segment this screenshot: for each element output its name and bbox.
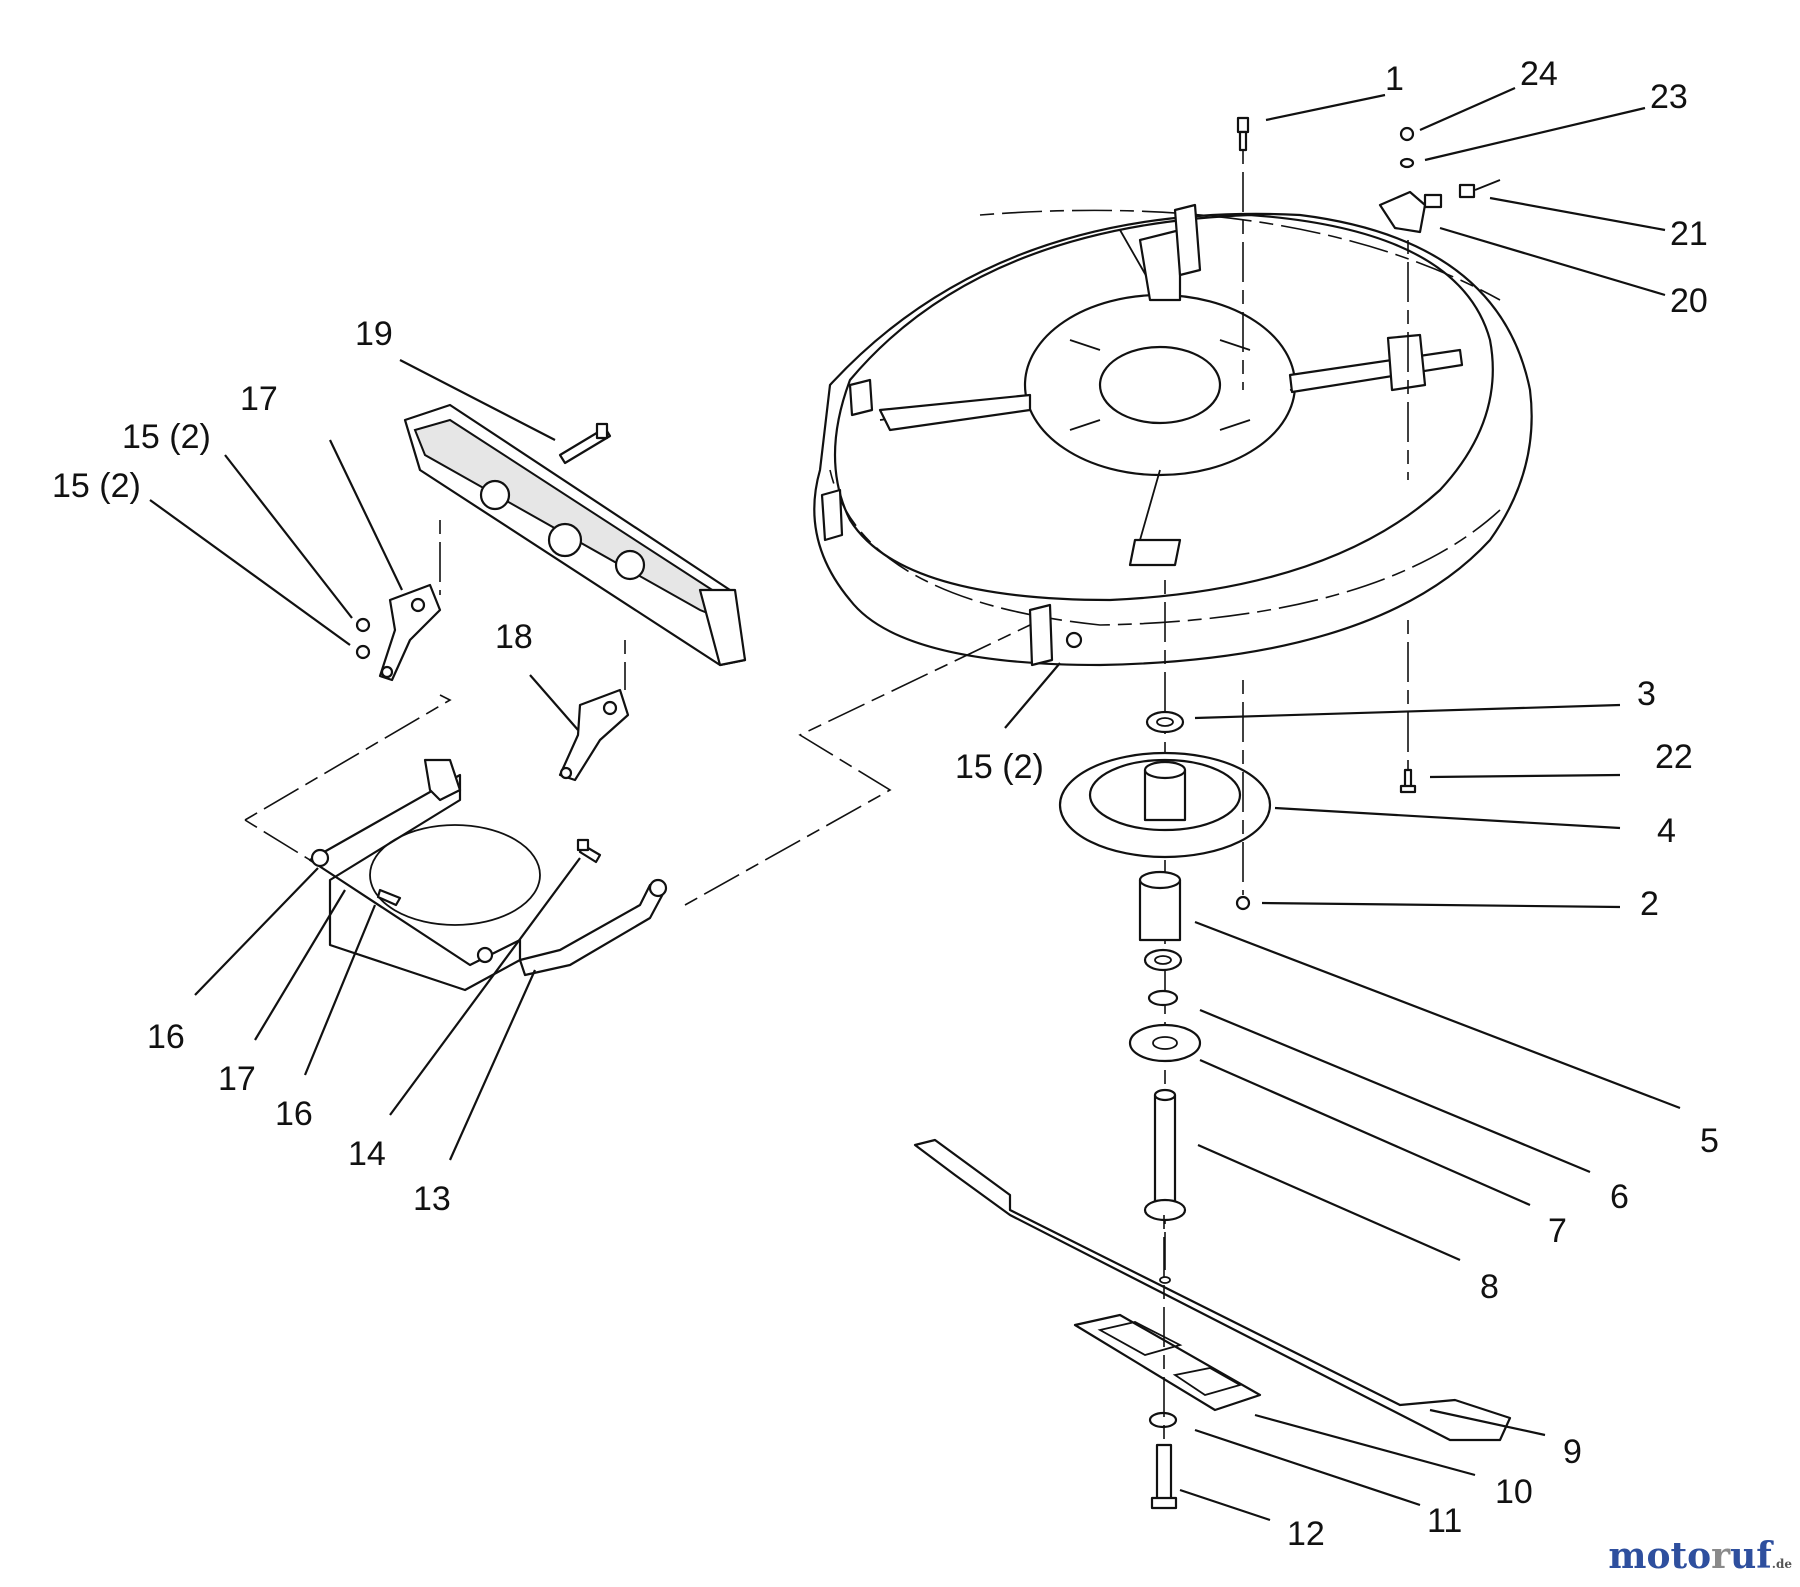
callout-22: 20 (1670, 282, 1708, 320)
callout-15-deck: 15 (2) (955, 748, 1044, 786)
watermark-suffix: .de (1771, 1557, 1792, 1571)
callouts: 1 24 23 21 20 3 22 4 2 5 6 7 8 9 10 11 1… (52, 55, 1719, 1553)
washer-26 (1399, 126, 1415, 142)
callout-21: 19 (355, 315, 393, 353)
callout-18: 16 (147, 1018, 185, 1056)
nut-15-a (355, 617, 371, 633)
callout-2: 2 (1640, 885, 1659, 923)
assembly-line-d (684, 624, 1031, 906)
spindle-stack (1058, 580, 1272, 1270)
callout-6: 6 (1610, 1178, 1629, 1216)
screw-24 (1399, 768, 1417, 794)
callout-7: 7 (1548, 1212, 1567, 1250)
washer-25 (1399, 157, 1415, 169)
mower-deck-housing (813, 203, 1533, 667)
fitting-23 (1423, 179, 1501, 209)
washer-11 (1148, 1411, 1178, 1429)
assembly-line-a (244, 819, 311, 861)
blade-bolt-12 (1150, 1443, 1178, 1510)
bracket-22 (1378, 190, 1427, 234)
callout-24: 22 (1655, 738, 1693, 776)
callout-17: 17 (218, 1060, 256, 1098)
callout-8: 8 (1480, 1268, 1499, 1306)
bolt-21 (558, 422, 612, 465)
assembly-line-left (244, 694, 452, 821)
nut-15-b (355, 644, 371, 660)
callout-20: 18 (495, 618, 533, 656)
callout-15-upper: 15 (2) (122, 418, 211, 456)
callout-13: 13 (413, 1180, 451, 1218)
bearing-6 (1143, 948, 1183, 972)
bracket-19 (378, 583, 442, 682)
callout-9: 9 (1563, 1433, 1582, 1471)
callout-25: 23 (1650, 78, 1688, 116)
bracket-20 (558, 688, 630, 782)
blade-9 (913, 1138, 1512, 1442)
watermark-part-2: r (1711, 1535, 1731, 1577)
callout-23: 21 (1670, 215, 1708, 253)
callout-26: 24 (1520, 55, 1558, 93)
watermark-logo: motoruf.de (1608, 1535, 1792, 1577)
callout-10: 10 (1495, 1473, 1533, 1511)
nut-2 (1235, 895, 1251, 911)
height-adjust-arm (403, 403, 747, 667)
spindle-shaft (1153, 1093, 1177, 1207)
bearing-3 (1145, 710, 1185, 734)
callout-14: 14 (348, 1135, 386, 1173)
callout-3: 3 (1637, 675, 1656, 713)
bolt-1 (1236, 116, 1250, 152)
blade-adapter-10 (1073, 1313, 1262, 1412)
callout-11: 11 (1427, 1502, 1462, 1540)
callout-16: 16 (275, 1095, 313, 1133)
watermark-part-3: uf (1730, 1535, 1772, 1577)
watermark-part-1: moto (1608, 1535, 1712, 1577)
callout-15-lower: 15 (2) (52, 467, 141, 505)
callout-12: 12 (1287, 1515, 1325, 1553)
leader-lines (149, 86, 1681, 1522)
washer-7 (1147, 989, 1179, 1007)
callout-1: 1 (1385, 60, 1404, 98)
deck-lift-bracket (308, 758, 668, 992)
spacer-5 (1138, 878, 1182, 942)
callout-19: 17 (240, 380, 278, 418)
callout-4: 4 (1657, 812, 1676, 850)
hub-8 (1128, 1023, 1202, 1063)
callout-5: 5 (1700, 1122, 1719, 1160)
